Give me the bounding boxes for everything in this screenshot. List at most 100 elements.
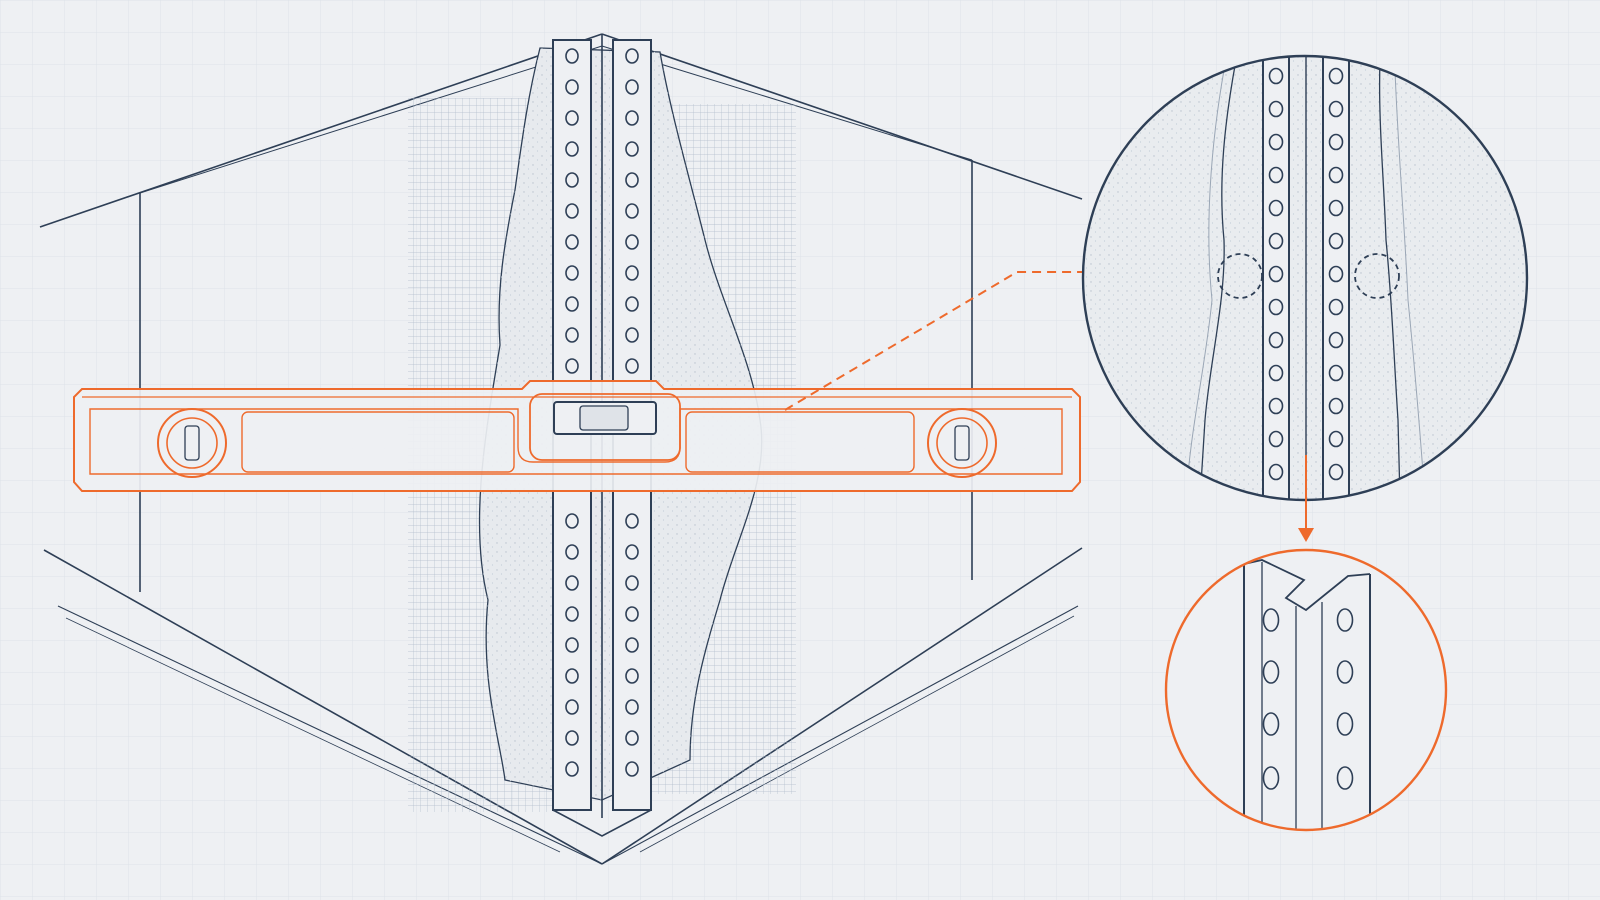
detail-bead-hole: [1328, 100, 1344, 118]
detail-void-left: [1217, 253, 1263, 299]
ceiling-edge-left: [39, 33, 603, 228]
spirit-level: [73, 380, 1081, 492]
baseboard-line-left: [57, 605, 603, 865]
detail-bead-hole: [1328, 331, 1344, 349]
detail-bead-hole: [1328, 133, 1344, 151]
right-vial-tube: [954, 425, 970, 461]
center-vial-bubble: [579, 405, 629, 431]
bead-hole: [565, 265, 579, 281]
right-vial-ring-outer: [927, 408, 997, 478]
detail-bead-hole: [1268, 67, 1284, 85]
bead-hole: [565, 699, 579, 715]
detail-bead-hole: [1268, 298, 1284, 316]
bead-hole: [565, 358, 579, 374]
profile-hole: [1336, 608, 1354, 632]
bead-hole: [565, 141, 579, 157]
left-vial-tube: [184, 425, 200, 461]
bead-hole: [565, 48, 579, 64]
bead-hole: [565, 606, 579, 622]
bead-hole: [625, 575, 639, 591]
bead-hole: [565, 172, 579, 188]
profile-hole: [1262, 660, 1280, 684]
detail-bead-hole: [1268, 199, 1284, 217]
detail-arrow: [1298, 455, 1314, 542]
detail-magnified-bead: [1081, 54, 1529, 502]
center-vial-housing: [529, 393, 681, 461]
floor-edge-right: [601, 547, 1083, 865]
bead-hole: [565, 110, 579, 126]
bead-hole: [625, 234, 639, 250]
detail-bead-hole: [1268, 463, 1284, 481]
bead-hole: [625, 358, 639, 374]
detail-bead-hole: [1328, 430, 1344, 448]
bead-hole: [565, 79, 579, 95]
bead-hole: [625, 327, 639, 343]
detail-bead-hole: [1328, 397, 1344, 415]
detail-bead-hole: [1268, 364, 1284, 382]
baseboard-line-left-2: [65, 617, 561, 853]
bead-hole: [625, 668, 639, 684]
left-vial-ring-inner: [166, 417, 218, 469]
bead-hole: [565, 544, 579, 560]
bead-hole: [625, 203, 639, 219]
bead-hole: [625, 513, 639, 529]
detail-bead-hole: [1328, 364, 1344, 382]
detail-bead-hole: [1268, 133, 1284, 151]
profile-hole: [1262, 766, 1280, 790]
left-vial-ring-outer: [157, 408, 227, 478]
bead-hole: [565, 327, 579, 343]
bead-hole: [625, 544, 639, 560]
detail-bead-hole: [1328, 232, 1344, 250]
baseboard-line-right-2: [639, 615, 1075, 853]
bead-hole: [625, 606, 639, 622]
detail-bead-strip-right: [1322, 56, 1350, 500]
profile-hole: [1262, 608, 1280, 632]
bead-hole: [565, 234, 579, 250]
profile-hole: [1336, 766, 1354, 790]
bead-hole: [625, 637, 639, 653]
bead-hole: [565, 513, 579, 529]
soffit-right: [601, 45, 973, 161]
detail-plaster-edge-left: [1199, 59, 1237, 500]
detail-bead-hole: [1328, 463, 1344, 481]
baseboard-line-right: [601, 605, 1079, 865]
detail-bead-hole: [1328, 265, 1344, 283]
bead-hole: [625, 172, 639, 188]
detail-bead-hole: [1268, 100, 1284, 118]
bead-hole: [565, 203, 579, 219]
detail-void-right: [1354, 253, 1400, 299]
detail-bead-hole: [1328, 67, 1344, 85]
profile-holes: [1262, 608, 1354, 790]
detail-bead-profile: [1164, 548, 1448, 832]
profile-hole: [1336, 712, 1354, 736]
soffit-left: [139, 45, 603, 194]
level-center-panel: [241, 411, 515, 473]
bead-hole: [625, 110, 639, 126]
detail-bead-hole: [1268, 331, 1284, 349]
detail-plaster-edge-right: [1378, 59, 1401, 500]
bead-hole: [625, 79, 639, 95]
profile-top: [1243, 559, 1371, 612]
bead-hole: [565, 730, 579, 746]
bead-hole: [625, 761, 639, 777]
detail-plaster-edge-right-2: [1394, 69, 1426, 500]
detail-bead-hole: [1328, 199, 1344, 217]
bead-hole: [565, 668, 579, 684]
bead-hole: [565, 575, 579, 591]
bead-bottom-left: [552, 809, 652, 837]
detail-bead-hole: [1328, 166, 1344, 184]
bead-holes: [565, 48, 639, 777]
bead-hole: [625, 296, 639, 312]
right-vial-ring-inner: [936, 417, 988, 469]
bead-hole: [565, 637, 579, 653]
detail-bead-hole: [1268, 232, 1284, 250]
profile-hole: [1262, 712, 1280, 736]
bead-hole: [625, 730, 639, 746]
detail-bead-hole: [1268, 397, 1284, 415]
level-right-panel: [685, 411, 915, 473]
wall-corner: [39, 33, 1083, 865]
bead-hole: [625, 48, 639, 64]
detail-bead-hole: [1268, 166, 1284, 184]
bead-hole: [625, 265, 639, 281]
